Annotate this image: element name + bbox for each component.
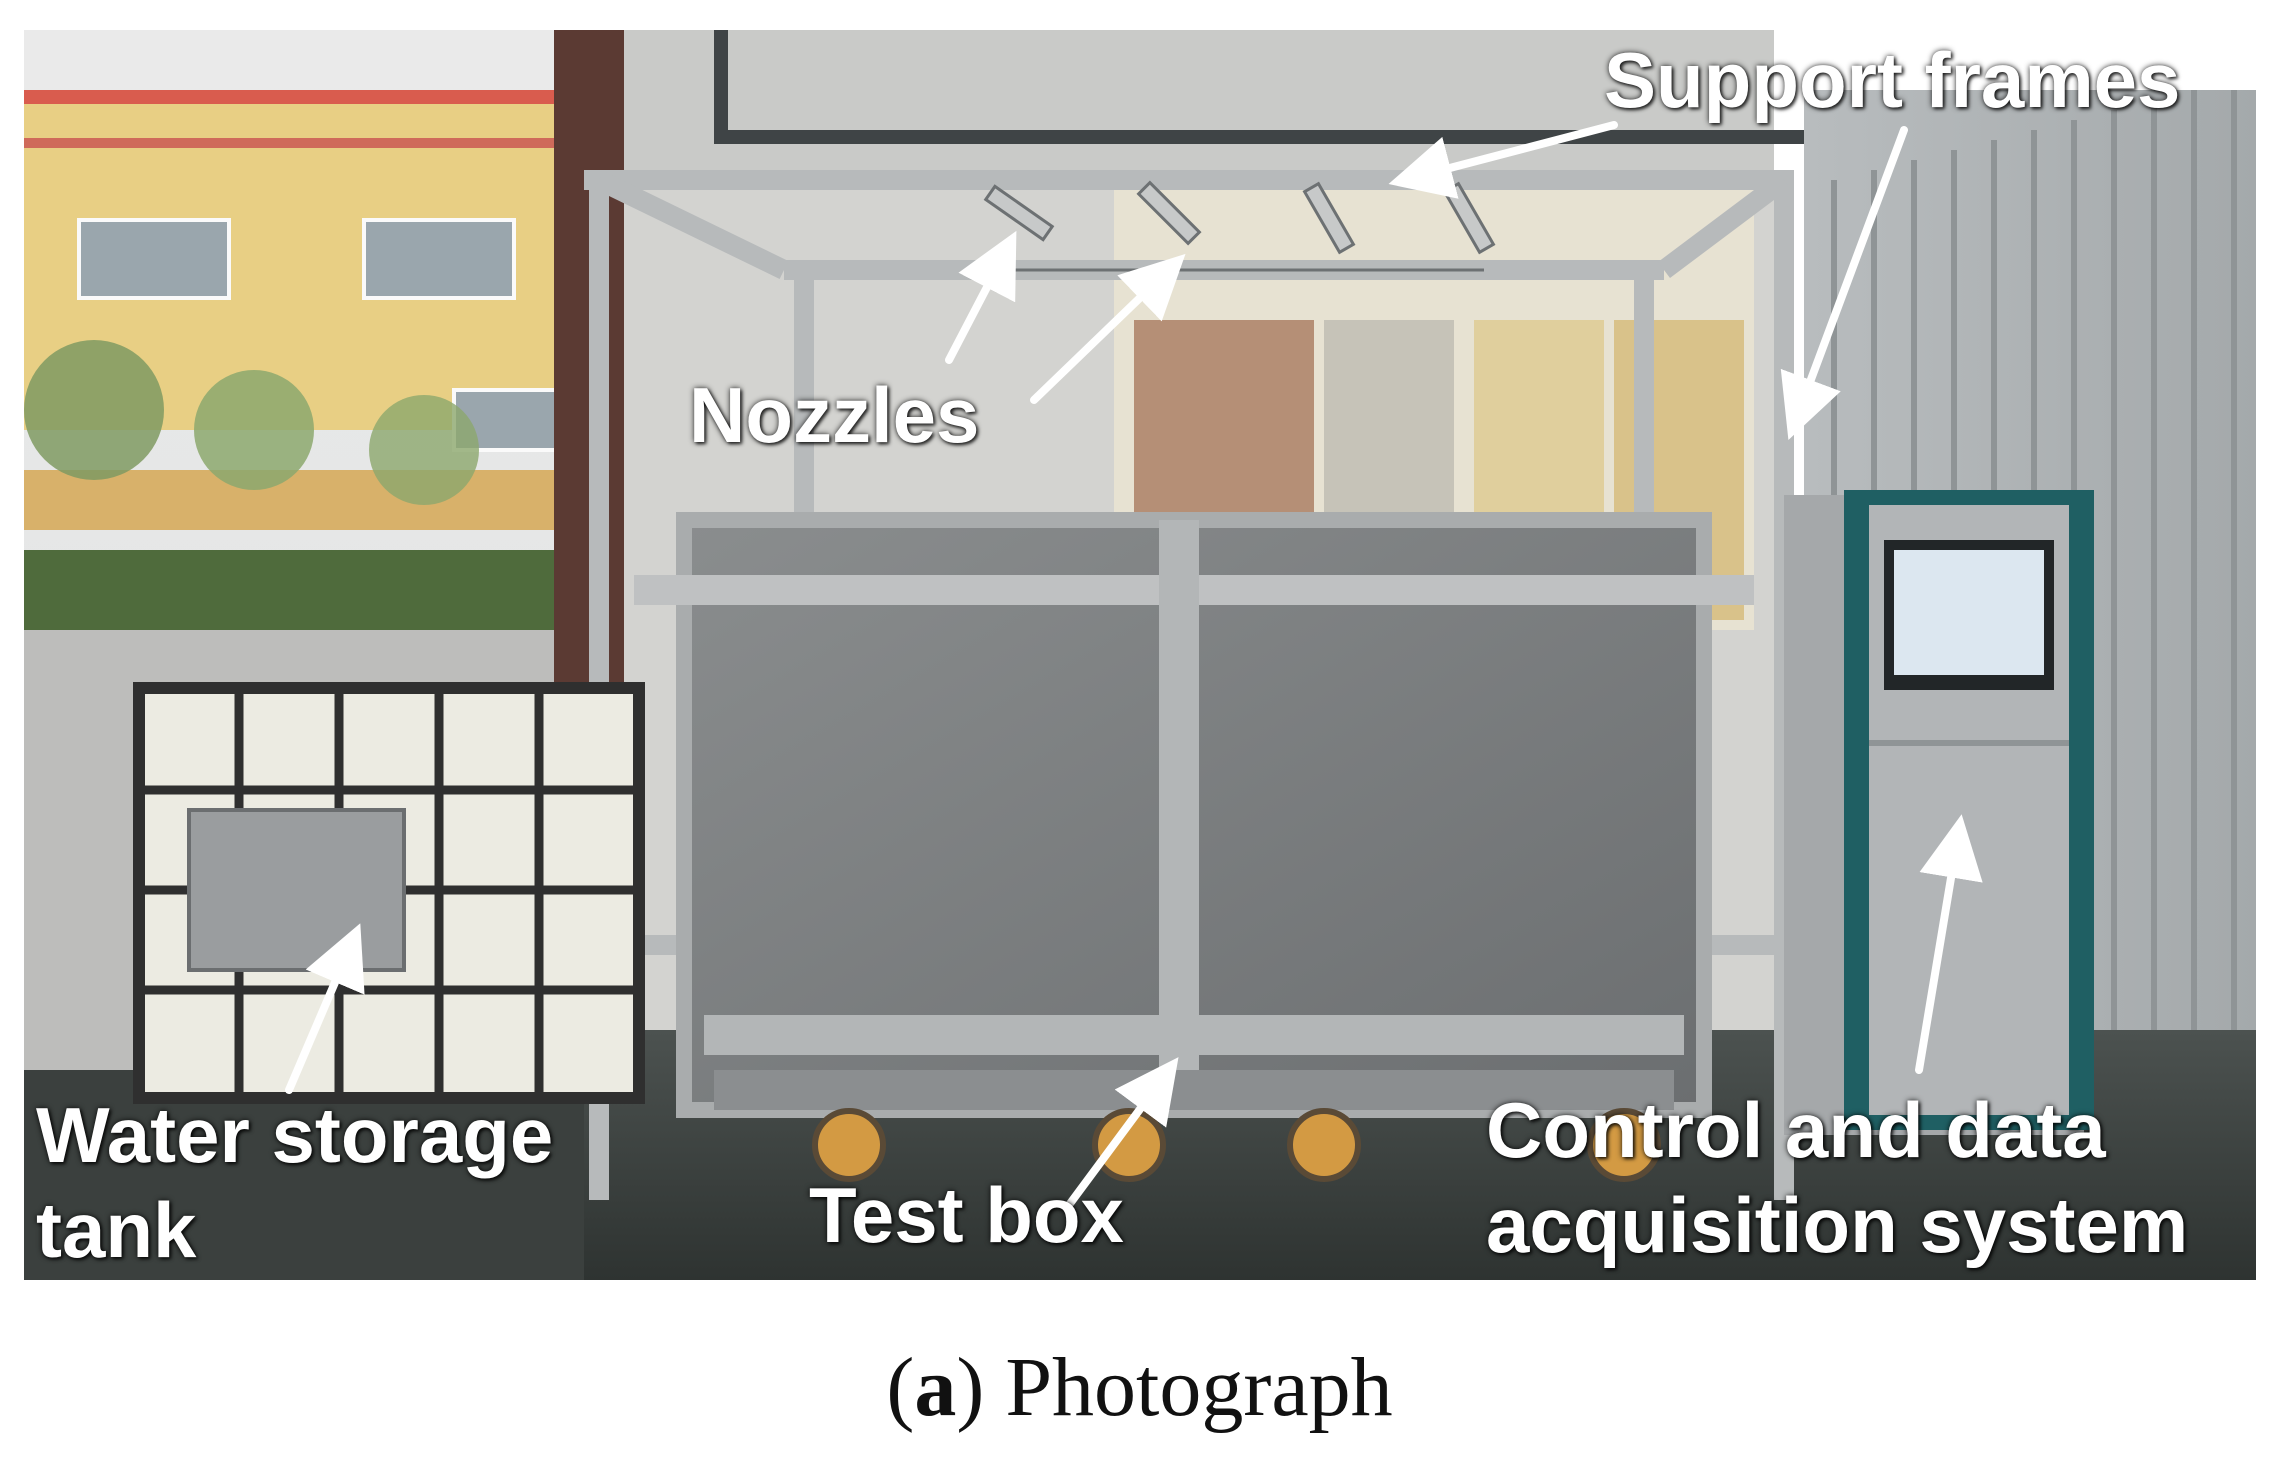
arrow-nozzle-left [945,230,1017,364]
arrow-nozzle-right [1030,253,1186,404]
annotation-arrows [285,121,1983,1209]
building-window [77,218,231,300]
figure-caption: (a) Photograph [0,1338,2279,1438]
yellow-fence [24,470,564,530]
label-control-line1: Control and data [1486,1086,2106,1174]
caption-text: Photograph [984,1341,1393,1434]
test-box [634,512,1754,1118]
hedge [24,550,564,640]
caption-close-paren: ) [956,1341,985,1434]
nozzle-row [983,180,1496,272]
arrow-water-tank [285,923,365,1094]
label-nozzles: Nozzles [689,371,980,459]
photograph: Support frames Nozzles Water storage tan… [24,30,2256,1280]
arrow-test-box [1065,1057,1179,1209]
tree [24,340,164,480]
arrow-support-frames-side [1780,126,1908,440]
caption-letter: a [914,1341,957,1434]
label-test-box: Test box [809,1171,1124,1259]
lab-scene [24,30,2256,1280]
upper-wall [624,30,1774,190]
label-support-frames: Support frames [1604,36,2181,124]
water-storage-tank [133,682,645,1104]
tree [369,395,479,505]
arrow-control-system [1915,814,1983,1074]
label-water-tank-line2: tank [36,1186,197,1274]
tree [194,370,314,490]
label-control-line2: acquisition system [1486,1181,2189,1269]
label-water-tank-line1: Water storage [36,1091,554,1179]
ceiling-pipe-vertical [714,30,728,140]
ceiling-pipe [714,130,1914,144]
control-cabinet [1784,490,2094,1135]
building-red-stripe [24,90,564,104]
floor-left [24,1070,584,1280]
building-red-stripe-2 [24,138,564,148]
arrow-support-frames-top [1388,121,1618,199]
building-window [362,218,516,300]
caption-open-paren: ( [886,1341,915,1434]
